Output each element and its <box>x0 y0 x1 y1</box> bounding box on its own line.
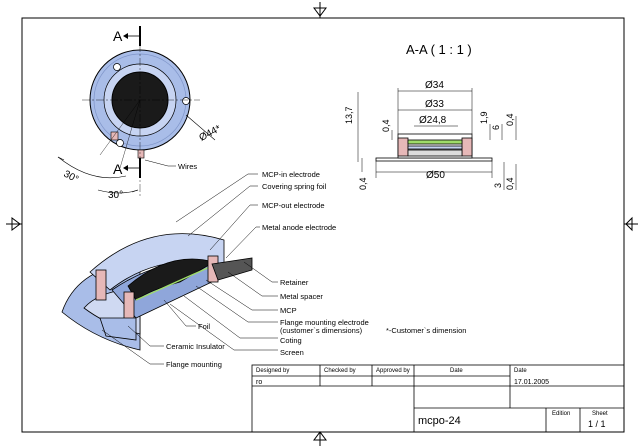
callout-mcp: MCP <box>280 306 297 315</box>
tb-edition-label: Edition <box>552 411 570 417</box>
section-marker-label-bottom: A <box>113 161 123 177</box>
callout-covering-spring: Covering spring foil <box>262 182 327 191</box>
angle-label-1: 30° <box>62 169 81 186</box>
angle-dimension-lines <box>57 156 139 194</box>
tb-sheet-label: Sheet <box>592 411 608 417</box>
callout-metal-anode: Metal anode electrode <box>262 223 336 232</box>
title-block-grid <box>251 364 625 433</box>
centering-marks <box>6 2 638 446</box>
tb-designed-by-value: ro <box>256 379 262 386</box>
dim-d33: Ø33 <box>425 99 444 110</box>
dim-13-7: 13,7 <box>344 106 354 124</box>
callout-metal-spacer: Metal spacer <box>280 292 323 301</box>
cutaway-view <box>61 233 253 351</box>
tb-date-label-1: Date <box>450 368 463 374</box>
callout-mcp-out: MCP-out electrode <box>262 201 325 210</box>
callout-retainer: Retainer <box>280 278 309 287</box>
angle-label-2: 30° <box>108 190 123 201</box>
callout-screen: Screen <box>280 348 304 357</box>
wires-label: Wires <box>178 162 197 171</box>
callout-mcp-in: MCP-in electrode <box>262 170 320 179</box>
tb-date-value: 17.01.2005 <box>514 379 549 386</box>
section-view <box>375 133 493 162</box>
dim-d24-8: Ø24,8 <box>419 115 447 126</box>
callout-flange-electrode-note: (customer`s dimensions) <box>280 326 363 335</box>
section-dimension-lines <box>357 88 517 190</box>
section-title: A-A ( 1 : 1 ) <box>406 42 472 57</box>
section-marker-top <box>123 26 141 46</box>
dim-0-4-left-bottom: 0,4 <box>358 177 368 190</box>
front-view <box>82 44 200 196</box>
callout-ceramic: Ceramic Insulator <box>166 342 225 351</box>
dim-0-4-left-top: 0,4 <box>381 119 391 132</box>
section-marker-label-top: A <box>113 28 123 44</box>
callout-foil: Foil <box>198 322 210 331</box>
dim-d50: Ø50 <box>426 170 445 181</box>
dim-d34: Ø34 <box>425 80 444 91</box>
tb-date-label-2: Date <box>514 368 527 374</box>
callout-coting: Coting <box>280 336 302 345</box>
callout-leaders <box>101 173 278 365</box>
tb-sheet-value: 1 / 1 <box>588 419 606 429</box>
dim-3: 3 <box>493 183 503 188</box>
tb-drawing-name: mcpo-24 <box>418 415 461 427</box>
dim-1-9: 1,9 <box>479 111 489 124</box>
customer-dimension-note: *-Customer`s dimension <box>386 326 466 335</box>
wires-leader <box>144 159 176 167</box>
d44-leader <box>185 114 216 141</box>
callout-flange-mounting: Flange mounting <box>166 360 222 369</box>
dim-0-4-right-bottom: 0,4 <box>505 177 515 190</box>
dim-6: 6 <box>491 125 501 130</box>
dim-0-4-right-top: 0,4 <box>505 113 515 126</box>
callout-flange-electrode: Flange mounting electrode <box>280 318 369 327</box>
section-marker-bottom <box>123 158 141 178</box>
tb-approved-by-label: Approved by <box>376 368 410 374</box>
tb-designed-by-label: Designed by <box>256 368 289 374</box>
d44-label: Ø44* <box>198 123 223 143</box>
tb-checked-by-label: Checked by <box>324 368 356 374</box>
